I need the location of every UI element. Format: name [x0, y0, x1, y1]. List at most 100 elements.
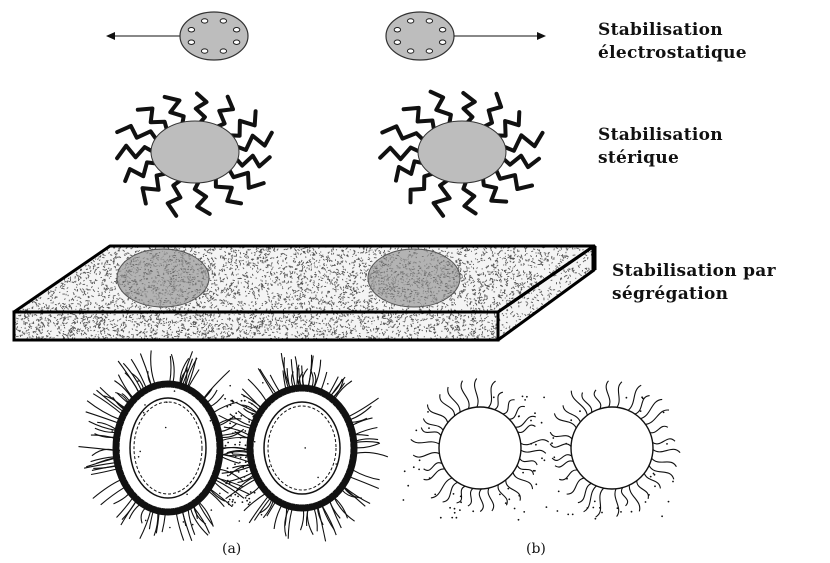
solvent-dot — [145, 520, 147, 522]
grafted-chain — [321, 372, 327, 390]
polymer-chain — [216, 176, 241, 203]
solvent-dot — [246, 455, 248, 457]
solvent-dot — [460, 501, 462, 503]
grafted-chain — [270, 375, 279, 392]
solvent-dot — [566, 478, 568, 480]
grafted-chain — [121, 501, 136, 525]
solvent-dot — [601, 512, 603, 514]
curly-chain — [637, 481, 649, 499]
curly-chain — [461, 381, 469, 409]
solvent-dot — [558, 491, 560, 493]
solvent-dot — [648, 494, 650, 496]
charge-mark — [426, 19, 432, 23]
solvent-dot — [419, 459, 421, 461]
solvent-dot — [246, 500, 248, 502]
panel-b-particle-left — [439, 407, 521, 489]
curly-chain — [411, 439, 439, 444]
curly-chain — [468, 488, 473, 506]
grafted-chain — [170, 356, 171, 382]
solvent-dot — [234, 463, 236, 465]
solvent-dot — [289, 391, 291, 393]
solvent-dot — [427, 411, 429, 413]
grafted-chain — [254, 498, 270, 520]
grafted-chain — [335, 381, 352, 399]
solvent-dot — [246, 470, 248, 472]
grafted-chain — [183, 512, 186, 527]
charge-mark — [394, 40, 400, 44]
solvent-dot — [429, 477, 431, 479]
curly-chain — [594, 390, 601, 409]
grafted-chain — [356, 439, 378, 441]
charge-mark — [439, 28, 445, 32]
polymer-chain — [482, 94, 501, 128]
solvent-dot — [572, 514, 574, 516]
solvent-dot — [254, 441, 256, 443]
polymer-chain — [463, 180, 475, 214]
grafted-chain — [129, 504, 140, 519]
solvent-dot — [518, 495, 520, 497]
solvent-dot — [526, 396, 528, 398]
grafted-chain — [356, 442, 379, 443]
label-steric-line1: Stabilisation — [598, 124, 723, 147]
segregation-slab — [12, 246, 596, 342]
grafted-chain — [274, 505, 282, 529]
polymer-chain — [228, 168, 263, 188]
solvent-dot — [123, 484, 125, 486]
charge-mark — [394, 28, 400, 32]
solvent-dot — [418, 469, 420, 471]
solvent-dot — [239, 441, 241, 443]
polymer-chain — [411, 173, 435, 202]
solvent-dot — [227, 480, 229, 482]
polymer-chain — [235, 156, 270, 167]
solvent-dot — [225, 445, 227, 447]
curly-chain — [421, 428, 441, 436]
solvent-dot — [567, 514, 569, 516]
solvent-dot — [251, 422, 253, 424]
label-segregation-line1: Stabilisation par — [612, 260, 776, 283]
panel-b-particle-right — [571, 407, 653, 489]
solvent-dot — [186, 494, 188, 496]
grafted-chain — [188, 509, 195, 535]
solvent-dot — [243, 395, 245, 397]
solvent-dot — [239, 520, 241, 522]
grafted-chain — [214, 402, 238, 412]
solvent-dot — [169, 527, 171, 529]
solvent-dot — [262, 382, 264, 384]
panel-b — [403, 379, 681, 521]
solvent-dot — [225, 482, 227, 484]
solvent-dot — [317, 477, 319, 479]
solvent-dot — [249, 502, 251, 504]
solvent-dot — [553, 456, 555, 458]
grafted-chain — [267, 502, 276, 516]
solvent-dot — [617, 507, 619, 509]
curly-chain — [488, 488, 494, 511]
solvent-dot — [356, 422, 358, 424]
curly-chain — [578, 483, 592, 502]
solvent-dot — [449, 507, 451, 509]
solvent-dot — [174, 390, 176, 392]
charge-mark — [407, 49, 413, 53]
solvent-dot — [248, 498, 250, 500]
solvent-dot — [535, 483, 537, 485]
solvent-dot — [111, 430, 113, 432]
solvent-dot — [244, 476, 246, 478]
steric-particle-left — [151, 121, 239, 183]
polymer-chain — [502, 156, 539, 167]
solvent-dot — [244, 449, 246, 451]
solvent-dot — [229, 499, 231, 501]
polymer-chain — [143, 173, 168, 204]
solvent-dot — [143, 412, 145, 414]
polymer-chain — [125, 162, 158, 181]
grafted-chain — [162, 514, 165, 532]
polymer-chain — [495, 168, 532, 189]
curly-chain — [488, 381, 496, 408]
solvent-dot — [440, 517, 442, 519]
solvent-dot — [456, 517, 458, 519]
solvent-dot — [530, 443, 532, 445]
curly-chain — [653, 439, 675, 444]
solvent-dot — [544, 459, 546, 461]
panel-a-particle-left-core — [130, 398, 206, 498]
solvent-dot — [543, 397, 545, 399]
curly-chain — [424, 463, 442, 471]
solvent-dot — [570, 419, 572, 421]
